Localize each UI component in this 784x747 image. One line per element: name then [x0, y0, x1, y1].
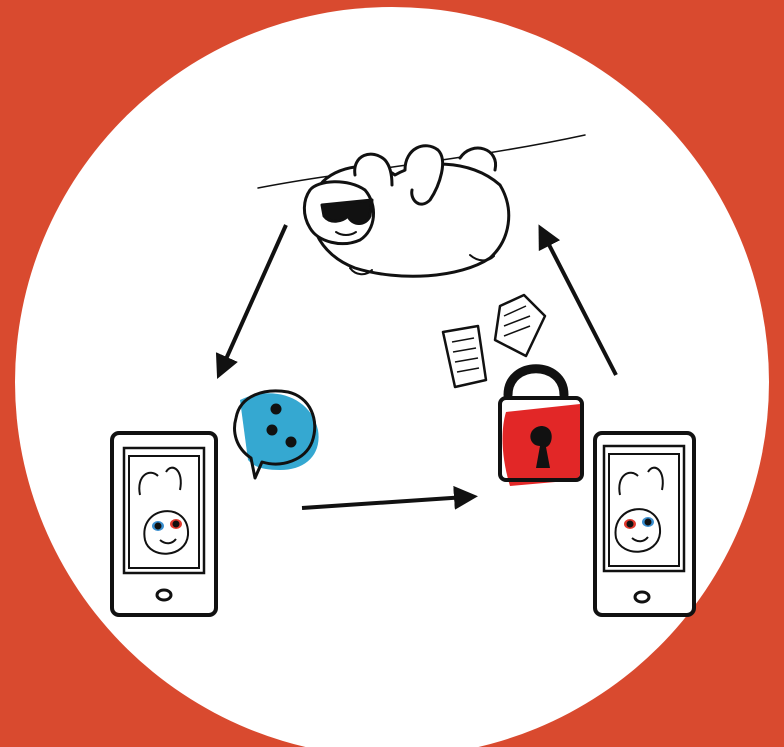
left-smartphone-icon — [112, 433, 216, 615]
right-smartphone-icon — [595, 433, 694, 615]
white-circle — [15, 7, 769, 747]
